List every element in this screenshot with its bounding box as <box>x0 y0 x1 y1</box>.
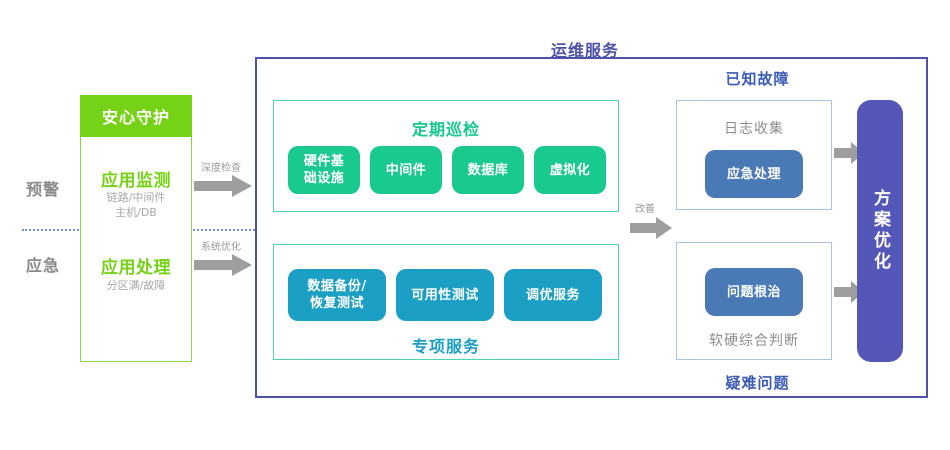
stage-label-emergency: 应急 <box>25 256 60 275</box>
stage-label-warning: 预警 <box>25 180 60 199</box>
pill-hardware-infrastructure[interactable]: 硬件基 础设施 <box>288 146 360 194</box>
guard-item-sub-handle-1: 分区满/故障 <box>106 279 166 292</box>
guard-card-header: 安心守护 <box>80 95 192 137</box>
pill-middleware[interactable]: 中间件 <box>370 146 442 194</box>
arrow-improve-icon <box>630 217 672 239</box>
pill-root-cause-fix[interactable]: 问题根治 <box>705 268 803 316</box>
right-caption-known-fault: 已知故障 <box>725 70 790 88</box>
pill-emergency-handling[interactable]: 应急处理 <box>705 150 803 198</box>
panel-title-special-service: 专项服务 <box>411 337 480 356</box>
arrow-label-deep-check: 深度检查 <box>201 163 241 174</box>
arrow-deep-check-icon <box>194 174 252 198</box>
arrow-label-improve: 改善 <box>635 204 655 215</box>
arrow-system-optimize-icon <box>194 253 252 277</box>
pill-line1: 可用性测试 <box>411 287 479 303</box>
pill-line1: 调优服务 <box>525 287 580 303</box>
arrow-label-system-optimize: 系统优化 <box>201 242 241 253</box>
page-title: 运维服务 <box>550 41 619 60</box>
outcome-bar-label: 方案优化 <box>870 189 890 273</box>
pill-line1: 数据库 <box>467 162 509 178</box>
panel-title-routine-inspection: 定期巡检 <box>411 120 480 139</box>
pill-database[interactable]: 数据库 <box>452 146 524 194</box>
pill-line2: 恢复测试 <box>309 296 364 311</box>
pill-line1: 虚拟化 <box>549 162 591 178</box>
pill-line2: 础设施 <box>303 171 345 186</box>
arrow-difficult-problem-to-outcome-icon <box>834 281 864 303</box>
outcome-bar[interactable]: 方案优化 <box>857 100 903 362</box>
pill-availability-test[interactable]: 可用性测试 <box>396 269 494 321</box>
pill-line1: 数据备份/ <box>307 279 367 294</box>
guard-item-title-handle[interactable]: 应用处理 <box>101 258 171 278</box>
right-inner-label-log-collection: 日志收集 <box>724 121 784 137</box>
right-inner-label-hw-sw-judgement: 软硬综合判断 <box>709 333 799 349</box>
arrow-known-fault-to-outcome-icon <box>834 142 864 164</box>
guard-item-title-monitor[interactable]: 应用监测 <box>101 171 171 191</box>
pill-virtualization[interactable]: 虚拟化 <box>534 146 606 194</box>
pill-line1: 硬件基 <box>303 154 345 169</box>
pill-tuning-service[interactable]: 调优服务 <box>504 269 602 321</box>
guard-item-sub-monitor-2: 主机/DB <box>115 206 157 219</box>
pill-line1: 问题根治 <box>726 284 781 300</box>
pill-line1: 中间件 <box>385 162 427 178</box>
pill-line1: 应急处理 <box>726 166 781 182</box>
pill-backup-restore-test[interactable]: 数据备份/ 恢复测试 <box>288 269 386 321</box>
guard-item-sub-monitor-1: 链路/中间件 <box>106 191 166 204</box>
right-caption-difficult-problem: 疑难问题 <box>725 374 790 392</box>
